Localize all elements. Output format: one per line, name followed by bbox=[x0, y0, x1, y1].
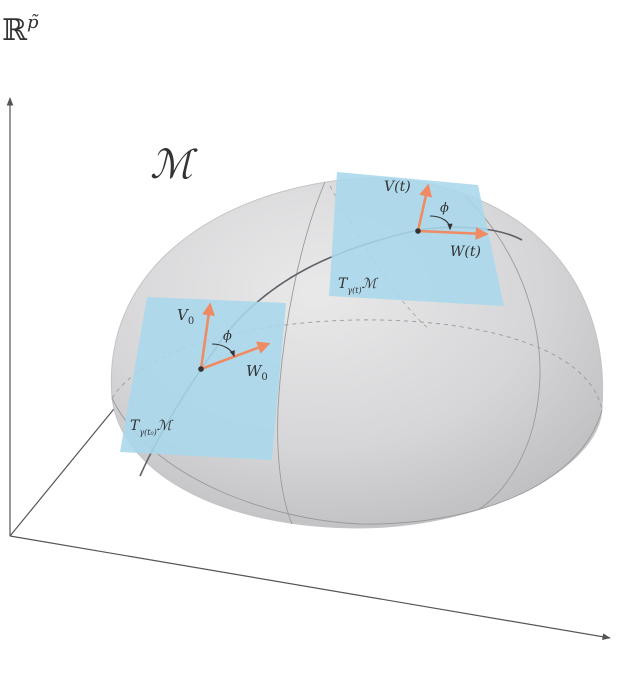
vt-label: V(t) bbox=[384, 179, 411, 195]
manifold-label: ℳ bbox=[150, 142, 198, 188]
base-point-start bbox=[198, 366, 204, 372]
v0-label: V0 bbox=[177, 306, 194, 327]
horizontal-axis bbox=[9, 535, 611, 641]
v0-vector bbox=[199, 302, 215, 370]
depth-axis bbox=[9, 403, 119, 537]
equator-front bbox=[111, 397, 603, 525]
tangent-plane-start: ϕ V0 W0 Tγ(t₀)ℳ bbox=[120, 297, 286, 460]
tangent-plane-end-surface bbox=[329, 172, 504, 306]
meridian-right bbox=[464, 195, 541, 511]
base-point-end bbox=[415, 228, 421, 234]
angle-arc-end bbox=[429, 215, 453, 231]
tangent-space-start-label: Tγ(t₀)ℳ bbox=[130, 418, 174, 437]
angle-label-end: ϕ bbox=[440, 201, 449, 216]
meridian-left bbox=[277, 181, 326, 525]
w0-label: W0 bbox=[246, 362, 268, 383]
wt-vector bbox=[417, 227, 489, 241]
vt-vector bbox=[416, 183, 433, 232]
ambient-space-label: ℝp̃ bbox=[2, 12, 39, 48]
tangent-plane-start-surface bbox=[120, 297, 286, 460]
tangent-space-end-label: Tγ(t)ℳ bbox=[338, 276, 379, 295]
coordinate-axes bbox=[6, 97, 611, 641]
wt-label: W(t) bbox=[450, 244, 481, 260]
angle-label-start: ϕ bbox=[223, 329, 232, 344]
tangent-plane-end: ϕ V(t) W(t) Tγ(t)ℳ bbox=[329, 172, 504, 306]
angle-arc-start bbox=[211, 343, 235, 358]
